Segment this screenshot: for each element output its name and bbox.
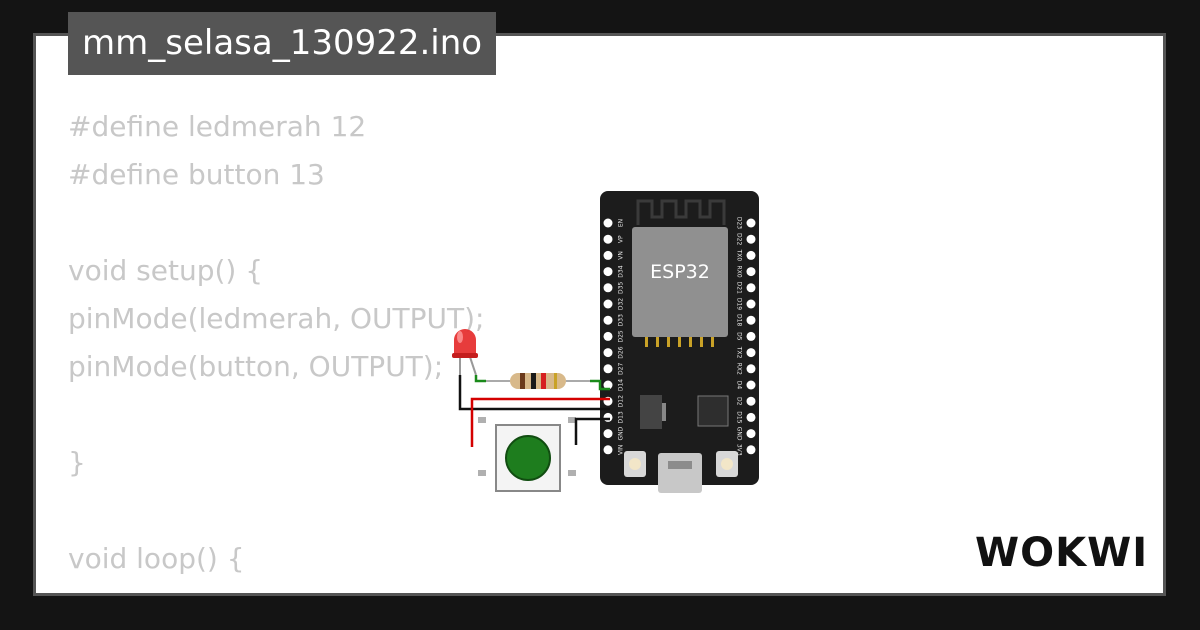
pin-label: D32 — [618, 298, 625, 310]
pin-label: D25 — [618, 330, 625, 342]
code-line — [68, 487, 485, 535]
wire-black-led-gnd — [458, 375, 610, 411]
pin-label: D4 — [736, 381, 743, 390]
code-line: pinMode(ledmerah, OUTPUT); — [68, 302, 485, 335]
pin-label: RX2 — [736, 363, 743, 375]
pin-hole[interactable] — [603, 348, 613, 358]
micro-usb-port[interactable] — [658, 453, 702, 493]
pin-hole[interactable] — [746, 250, 756, 260]
pin-label: D5 — [736, 332, 743, 341]
pin-hole[interactable] — [746, 283, 756, 293]
wire-green-resistor — [590, 379, 610, 391]
pin-label: GND — [736, 427, 743, 441]
boot-button[interactable] — [624, 451, 646, 477]
pin-hole[interactable] — [746, 348, 756, 358]
pin-hole[interactable] — [603, 364, 613, 374]
code-line: void setup() { — [68, 254, 264, 287]
pin-label: D26 — [618, 346, 625, 358]
pin-label: D27 — [618, 362, 625, 374]
pin-label: D35 — [618, 281, 625, 293]
pin-hole[interactable] — [603, 234, 613, 244]
pin-label: RX0 — [736, 266, 743, 278]
pin-hole[interactable] — [603, 299, 613, 309]
wire-black-button-gnd — [574, 417, 610, 445]
pin-hole[interactable] — [746, 331, 756, 341]
code-line: void loop() { — [68, 542, 245, 575]
code-line: digitalWrite(ledmerah, LOW); — [68, 583, 485, 593]
pin-label: GND — [618, 426, 625, 440]
pin-hole[interactable] — [603, 429, 613, 439]
wire-green-led — [474, 375, 486, 383]
pin-label: EN — [618, 219, 625, 227]
pin-hole[interactable] — [603, 218, 613, 228]
pin-label: 3V3 — [736, 444, 743, 456]
code-line: pinMode(button, OUTPUT); — [68, 350, 444, 383]
wire-red-button — [470, 397, 610, 447]
pin-hole[interactable] — [603, 331, 613, 341]
pin-label: D33 — [618, 314, 625, 326]
pin-hole[interactable] — [746, 412, 756, 422]
pin-label: D12 — [618, 395, 625, 407]
right-pin-header[interactable] — [746, 218, 756, 455]
code-line — [68, 391, 485, 439]
pin-hole[interactable] — [746, 267, 756, 277]
code-preview: #define ledmerah 12 #define button 13 voi… — [68, 103, 485, 593]
pin-hole[interactable] — [603, 412, 613, 422]
resistor[interactable] — [486, 373, 590, 389]
pin-label: D14 — [618, 379, 625, 391]
pin-hole[interactable] — [746, 380, 756, 390]
pin-hole[interactable] — [603, 315, 613, 325]
code-line: #define ledmerah 12 — [68, 110, 367, 143]
antenna-trace — [636, 199, 726, 225]
chip-label: ESP32 — [650, 261, 710, 283]
reset-button[interactable] — [716, 451, 738, 477]
project-filename: mm_selasa_130922.ino — [68, 12, 497, 75]
pushbutton[interactable] — [478, 417, 576, 497]
svg-text:WOKWI: WOKWI — [975, 530, 1148, 576]
pin-hole[interactable] — [746, 218, 756, 228]
pin-hole[interactable] — [603, 283, 613, 293]
pin-hole[interactable] — [603, 267, 613, 277]
usb-serial-chip — [697, 395, 729, 427]
pin-hole[interactable] — [746, 396, 756, 406]
pin-label: D19 — [736, 298, 743, 310]
esp32-board[interactable]: ESP32 ENVPVND34D35D32D33D25D26D27D14D12D… — [600, 191, 759, 493]
pin-hole[interactable] — [603, 250, 613, 260]
pin-label: TX0 — [736, 249, 743, 262]
pin-hole[interactable] — [603, 380, 613, 390]
pin-label: VP — [618, 235, 625, 243]
code-line — [68, 199, 485, 247]
voltage-regulator — [640, 395, 662, 429]
pin-label: D21 — [736, 282, 743, 294]
pin-label: D22 — [736, 233, 743, 245]
pin-hole[interactable] — [746, 234, 756, 244]
left-pin-header[interactable] — [603, 218, 613, 455]
pin-hole[interactable] — [746, 429, 756, 439]
pin-hole[interactable] — [603, 445, 613, 455]
pin-label: D23 — [736, 217, 743, 229]
pin-hole[interactable] — [746, 364, 756, 374]
pin-hole[interactable] — [746, 299, 756, 309]
pin-hole[interactable] — [746, 315, 756, 325]
code-line: #define button 13 — [68, 158, 325, 191]
pin-label: VIN — [618, 445, 625, 455]
wires — [458, 375, 610, 447]
code-line: } — [68, 446, 86, 479]
circuit-diagram: ESP32 ENVPVND34D35D32D33D25D26D27D14D12D… — [452, 191, 759, 497]
pin-label: D2 — [736, 397, 743, 406]
pin-label: D15 — [736, 411, 743, 423]
pin-label: VN — [618, 251, 625, 260]
wokwi-logo: WOKWI — [975, 530, 1148, 576]
pin-label: D34 — [618, 265, 625, 277]
pin-hole[interactable] — [746, 445, 756, 455]
preview-card — [33, 33, 1166, 596]
pin-label: D13 — [618, 411, 625, 423]
pin-label: TX2 — [736, 346, 743, 359]
pin-label: D18 — [736, 314, 743, 326]
button-cap[interactable] — [505, 435, 551, 481]
red-led[interactable] — [452, 329, 478, 376]
esp32-module — [632, 227, 728, 337]
